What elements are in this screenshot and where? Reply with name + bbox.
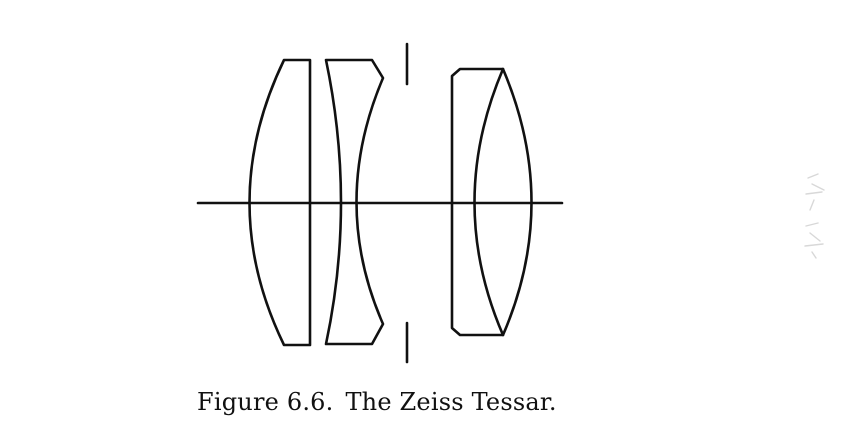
figure-number: Figure 6.6. bbox=[197, 388, 334, 416]
lens-element-1 bbox=[248, 58, 312, 347]
lens-element-2 bbox=[324, 58, 385, 346]
figure-caption: Figure 6.6. The Zeiss Tessar. bbox=[197, 388, 557, 416]
figure-title: The Zeiss Tessar. bbox=[345, 388, 557, 416]
seal-stamp-mark bbox=[804, 173, 825, 259]
cemented-interface bbox=[473, 67, 505, 337]
